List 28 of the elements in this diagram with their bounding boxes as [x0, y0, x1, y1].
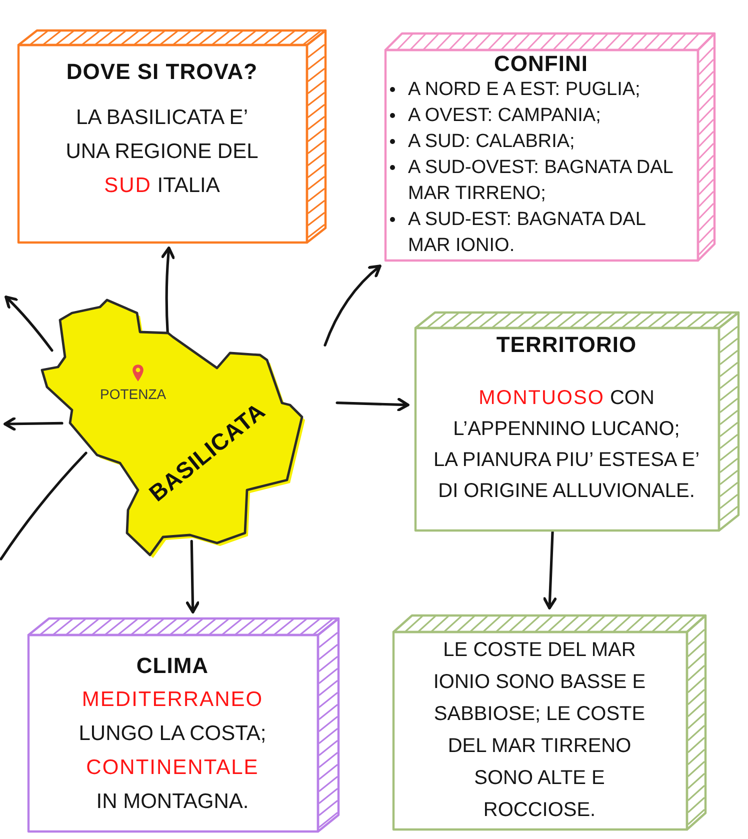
card-title: CONFINI: [494, 51, 588, 77]
card-text: MONTUOSO CON L’APPENNINO LUCANO;: [452, 386, 681, 442]
arrow: [161, 246, 175, 335]
arrow: [4, 417, 64, 431]
city-label: POTENZA: [100, 386, 166, 402]
card-text: LE COSTE DEL MAR IONIO SONO BASSE E SABBIOSE; LE COSTE DEL MAR TIRRENO SONO ALTE E ROCCIOSE.: [432, 638, 647, 823]
list-item: A SUD-EST: BAGNATA DAL MAR IONIO.: [390, 207, 683, 259]
region-map: [40, 298, 306, 560]
info-card: [392, 614, 707, 831]
info-card: [414, 311, 740, 532]
arrow: [186, 540, 200, 614]
list-item: A OVEST: CAMPANIA;: [390, 103, 601, 129]
info-card: [384, 32, 716, 262]
list-item: A NORD E A EST: PUGLIA;: [390, 77, 640, 103]
card-title: CLIMA: [136, 653, 209, 679]
info-card: [27, 617, 340, 833]
list-item: A SUD-OVEST: BAGNATA DAL MAR TIRRENO;: [390, 155, 683, 207]
card-text: MEDITERRANEO LUNGO LA COSTA; CONTINENTALE IN MONTAGNA.: [78, 687, 268, 815]
card-title: TERRITORIO: [496, 332, 637, 358]
card-text: LA PIANURA PIU’ ESTESA E’ DI ORIGINE ALLUVIONALE.: [432, 448, 701, 504]
list-item: A SUD: CALABRIA;: [390, 129, 575, 155]
card-text: LA BASILICATA E’ UNA REGIONE DEL SUD ITALIA: [64, 105, 260, 199]
arrow: [543, 530, 557, 610]
card-title: DOVE SI TROVA?: [66, 59, 258, 85]
info-card: [17, 29, 327, 244]
arrow: [4, 296, 54, 352]
arrow: [324, 264, 382, 346]
arrow: [336, 398, 410, 412]
